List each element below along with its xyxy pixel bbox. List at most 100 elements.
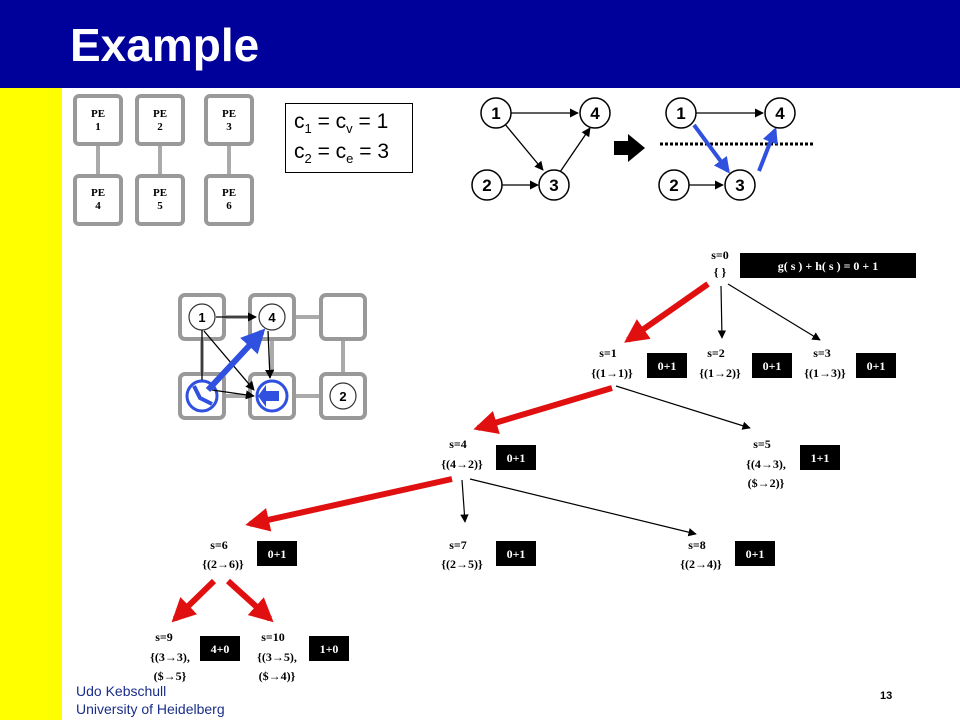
tree-node-state: {(1→1)} bbox=[591, 366, 633, 380]
tree-node-id: s=3 bbox=[813, 346, 831, 360]
tree-node-id: s=0 bbox=[711, 248, 729, 262]
task-edge bbox=[211, 389, 255, 400]
cut-node-4: 4 bbox=[764, 97, 796, 129]
tree-edge bbox=[460, 479, 469, 523]
cut-node-2: 2 bbox=[658, 169, 690, 201]
author-affiliation: University of Heidelberg bbox=[76, 701, 225, 717]
tree-node-state: {(1→3)} bbox=[804, 366, 846, 380]
tree-node-id: s=6 bbox=[210, 538, 228, 552]
tree-node-state: {(1→2)} bbox=[699, 366, 741, 380]
heuristic-badge: g( s ) + h( s ) = 0 + 1 bbox=[740, 253, 916, 278]
search-tree-labels: s=0 { } s=1 {(1→1)} s=2 {(1→2)} s=3 {(1→… bbox=[150, 248, 846, 683]
svg-text:4: 4 bbox=[268, 310, 276, 325]
task-edge bbox=[203, 330, 255, 391]
svg-text:g( s ) + h( s ) = 0 + 1: g( s ) + h( s ) = 0 + 1 bbox=[778, 259, 879, 273]
svg-text:4: 4 bbox=[775, 104, 785, 123]
task-node-3: 3 bbox=[538, 169, 570, 201]
svg-text:2: 2 bbox=[482, 176, 491, 195]
svg-text:0+1: 0+1 bbox=[763, 359, 782, 373]
tree-node-state: {(4→3), bbox=[746, 457, 786, 471]
cut-edge bbox=[692, 123, 730, 174]
task-graph: 1 4 2 3 bbox=[471, 97, 611, 201]
svg-text:2: 2 bbox=[339, 389, 346, 404]
tree-node-state: {(2→6)} bbox=[202, 557, 244, 571]
tree-edge-highlight bbox=[245, 476, 453, 532]
svg-text:4: 4 bbox=[590, 104, 600, 123]
search-tree-edges bbox=[171, 281, 821, 623]
cost-badge: 0+1 bbox=[856, 353, 896, 378]
cost-formula-line-1: c1 = cv = 1 bbox=[294, 110, 389, 137]
cost-badge: 0+1 bbox=[647, 353, 687, 378]
sidebar-stripe bbox=[0, 88, 62, 720]
cost-badge: 4+0 bbox=[200, 636, 240, 661]
pe-slot bbox=[319, 293, 367, 341]
tree-node-id: s=9 bbox=[155, 630, 173, 644]
svg-text:0+1: 0+1 bbox=[507, 547, 526, 561]
task-edge bbox=[559, 127, 591, 173]
back-arrow-icon bbox=[255, 379, 289, 413]
tree-node-state: {(2→5)} bbox=[441, 557, 483, 571]
tree-node-id: s=2 bbox=[707, 346, 725, 360]
cut-node-1: 1 bbox=[665, 97, 697, 129]
mapped-edge bbox=[205, 328, 266, 393]
task-node-1: 1 bbox=[480, 97, 512, 129]
cost-badge: 0+1 bbox=[735, 541, 775, 566]
tree-edge bbox=[717, 285, 727, 339]
tree-node-state: {(4→2)} bbox=[441, 457, 483, 471]
author-name: Udo Kebschull bbox=[76, 683, 167, 699]
svg-text:2: 2 bbox=[669, 176, 678, 195]
cost-badge: 1+1 bbox=[800, 445, 840, 470]
header-bar bbox=[0, 0, 960, 88]
transform-arrow-icon bbox=[614, 134, 645, 162]
cut-node-3: 3 bbox=[724, 169, 756, 201]
task-node-2: 2 bbox=[471, 169, 503, 201]
tree-edge-highlight bbox=[624, 281, 710, 343]
svg-text:0+1: 0+1 bbox=[507, 451, 526, 465]
svg-text:1: 1 bbox=[491, 104, 500, 123]
svg-text:1+0: 1+0 bbox=[320, 642, 339, 656]
author-footer: Udo Kebschull University of Heidelberg bbox=[76, 682, 225, 718]
svg-text:1: 1 bbox=[198, 310, 205, 325]
task-edge bbox=[265, 330, 275, 379]
slide-title: Example bbox=[70, 19, 260, 71]
cost-formula-line-2: c2 = ce = 3 bbox=[294, 140, 390, 167]
svg-text:0+1: 0+1 bbox=[268, 547, 287, 561]
tree-edge-highlight bbox=[473, 385, 613, 435]
tree-node-id: s=7 bbox=[449, 538, 467, 552]
mapping-illustration: 1 4 2 bbox=[178, 293, 367, 420]
mapped-node-2: 2 bbox=[329, 382, 357, 410]
tree-node-state: ($→5} bbox=[154, 669, 187, 683]
mapped-node-1: 1 bbox=[188, 303, 216, 331]
tree-edge bbox=[469, 478, 697, 537]
svg-text:3: 3 bbox=[549, 176, 558, 195]
cost-badge: 0+1 bbox=[496, 445, 536, 470]
tree-node-state: {(3→5), bbox=[257, 650, 297, 664]
mapped-node-4: 4 bbox=[258, 303, 286, 331]
cost-badges: g( s ) + h( s ) = 0 + 1 0+1 0+1 0+1 0+1 … bbox=[200, 253, 916, 661]
tree-node-id: s=8 bbox=[688, 538, 706, 552]
task-edge bbox=[503, 122, 544, 171]
svg-text:0+1: 0+1 bbox=[746, 547, 765, 561]
cost-badge: 0+1 bbox=[496, 541, 536, 566]
tree-node-id: s=5 bbox=[753, 437, 771, 451]
tree-node-state: { } bbox=[714, 265, 727, 279]
rotate-icon bbox=[185, 379, 219, 413]
tree-node-id: s=1 bbox=[599, 346, 617, 360]
svg-text:0+1: 0+1 bbox=[867, 359, 886, 373]
svg-text:3: 3 bbox=[735, 176, 744, 195]
tree-node-state: {(3→3), bbox=[150, 650, 190, 664]
task-node-4: 4 bbox=[579, 97, 611, 129]
tree-edge bbox=[727, 283, 821, 341]
tree-node-state: {(2→4)} bbox=[680, 557, 722, 571]
